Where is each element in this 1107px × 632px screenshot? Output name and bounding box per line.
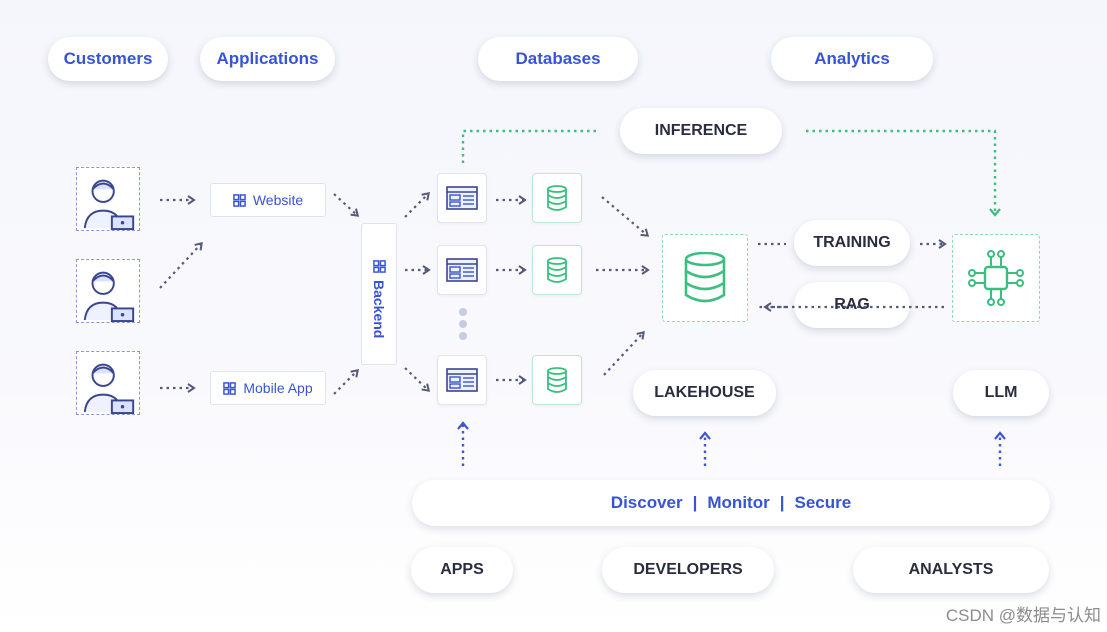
database-icon bbox=[684, 252, 726, 303]
window-layout-icon bbox=[446, 368, 478, 392]
app-window-1 bbox=[437, 173, 487, 223]
arrow-backend-app3 bbox=[404, 367, 431, 392]
app-window-2 bbox=[437, 245, 487, 295]
monitor-label: Monitor bbox=[707, 493, 770, 512]
customer-user-1 bbox=[76, 167, 140, 231]
arrow-db3-lakehouse bbox=[603, 330, 645, 376]
inference-line-left bbox=[461, 129, 596, 163]
customer-user-3 bbox=[76, 351, 140, 415]
lakehouse-label: LAKEHOUSE bbox=[633, 370, 776, 416]
database-2 bbox=[532, 245, 582, 295]
website-label: Website bbox=[252, 192, 304, 208]
applications-label: Applications bbox=[200, 37, 335, 81]
database-1 bbox=[532, 173, 582, 223]
secure-label: Secure bbox=[794, 493, 852, 512]
training-label: TRAINING bbox=[794, 220, 910, 266]
window-layout-icon bbox=[446, 186, 478, 210]
more-apps-dots bbox=[459, 308, 467, 340]
app-grid-icon bbox=[223, 381, 237, 395]
databases-label: Databases bbox=[478, 37, 638, 81]
website-node: Website bbox=[210, 183, 326, 217]
inference-label: INFERENCE bbox=[620, 108, 782, 154]
lakehouse-store bbox=[662, 234, 748, 322]
analysts-persona: ANALYSTS bbox=[853, 547, 1049, 593]
rag-label: RAG bbox=[794, 282, 910, 328]
llm-label: LLM bbox=[953, 370, 1049, 416]
app-grid-icon bbox=[233, 193, 246, 207]
arrow-mobile-backend bbox=[333, 369, 359, 395]
mobile-app-node: Mobile App bbox=[210, 371, 326, 405]
database-icon bbox=[547, 185, 567, 211]
separator: | bbox=[779, 493, 785, 512]
discover-label: Discover bbox=[610, 493, 683, 512]
backend-node: Backend bbox=[361, 223, 397, 365]
analytics-label: Analytics bbox=[771, 37, 933, 81]
apps-persona: APPS bbox=[411, 547, 513, 593]
chip-icon bbox=[968, 250, 1024, 306]
separator: | bbox=[692, 493, 698, 512]
customer-user-2 bbox=[76, 259, 140, 323]
llm-model bbox=[952, 234, 1040, 322]
window-layout-icon bbox=[446, 258, 478, 282]
developers-persona: DEVELOPERS bbox=[602, 547, 774, 593]
inference-line-right bbox=[806, 129, 1001, 217]
user-icon bbox=[83, 363, 135, 414]
user-icon bbox=[83, 179, 135, 230]
watermark: CSDN @数据与认知 bbox=[945, 606, 1101, 625]
database-icon bbox=[547, 367, 567, 393]
mobile-app-label: Mobile App bbox=[243, 380, 313, 396]
governance-bar: Discover | Monitor | Secure bbox=[412, 480, 1050, 526]
customers-label: Customers bbox=[48, 37, 168, 81]
arrow-backend-app1 bbox=[404, 192, 430, 218]
database-icon bbox=[547, 257, 567, 283]
user-icon bbox=[83, 271, 135, 322]
arrow-db1-lakehouse bbox=[601, 196, 650, 237]
backend-label: Backend bbox=[371, 280, 387, 339]
arrow-user2-website bbox=[159, 241, 203, 289]
database-3 bbox=[532, 355, 582, 405]
app-grid-icon bbox=[373, 260, 386, 273]
arrow-website-backend bbox=[333, 193, 360, 217]
app-window-3 bbox=[437, 355, 487, 405]
